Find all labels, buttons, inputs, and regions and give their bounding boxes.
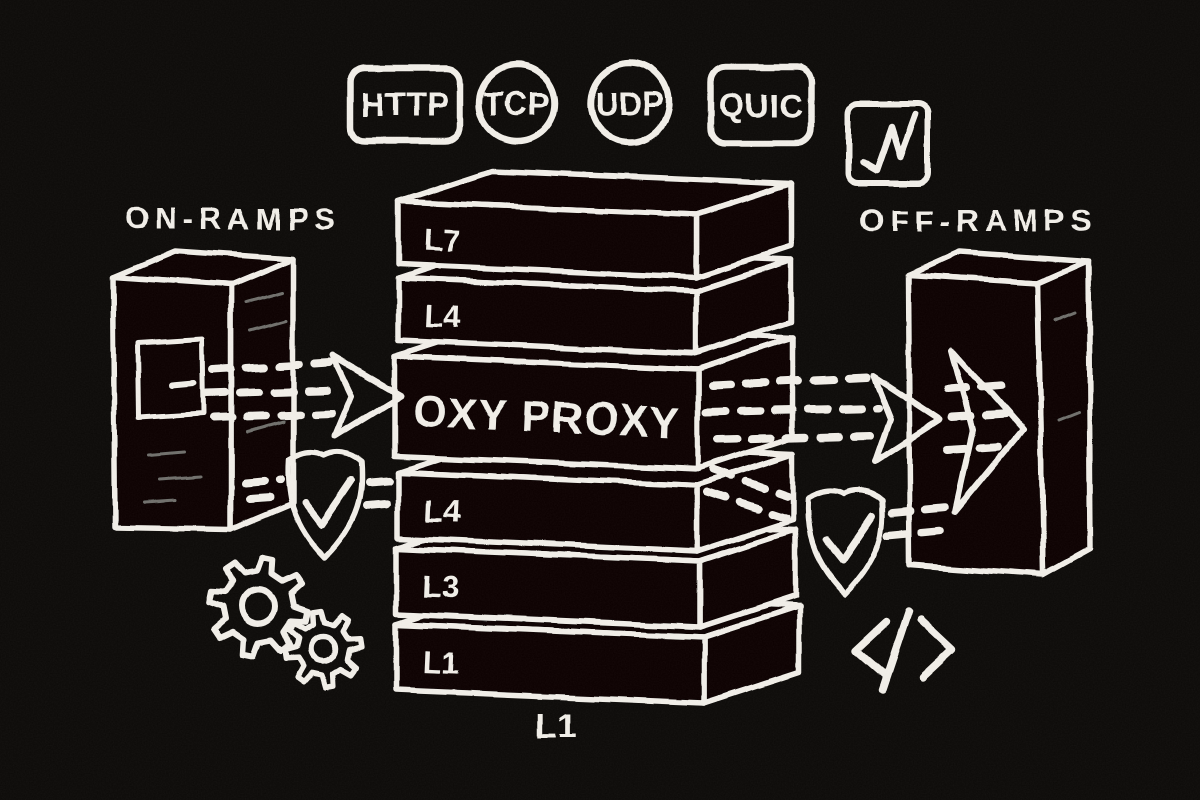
diagram-canvas: HTTP TCP UDP QUIC ON-RAMPS OFF-RAMPS L7 … <box>0 0 1200 800</box>
film-grain-overlay <box>0 0 1200 800</box>
oxy-proxy-diagram: HTTP TCP UDP QUIC ON-RAMPS OFF-RAMPS L7 … <box>0 0 1200 800</box>
